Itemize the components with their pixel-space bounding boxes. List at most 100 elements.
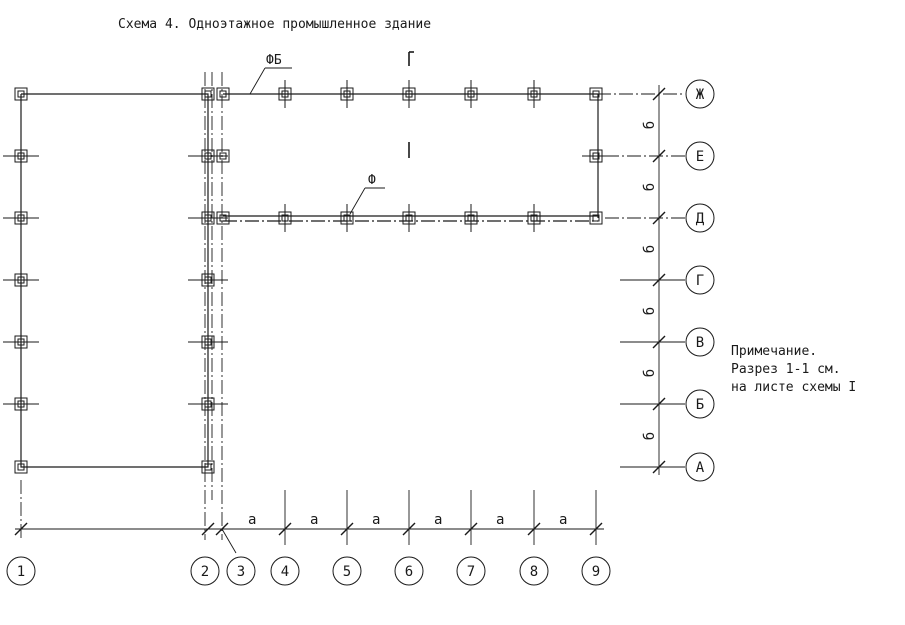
span-labels-a: а а а а а а <box>248 512 567 528</box>
left-block-outline <box>20 93 209 468</box>
column-marker <box>188 273 228 287</box>
leader-fb <box>249 67 266 95</box>
span-label-a: а <box>372 512 380 528</box>
axis-bubble <box>685 389 715 419</box>
axis-bubble <box>226 556 256 586</box>
dim-tick <box>215 522 229 536</box>
dim-tick <box>527 522 541 536</box>
note-line: Разрез 1-1 см. <box>731 362 841 377</box>
dimension-ticks <box>14 87 666 536</box>
column-outer <box>14 87 28 101</box>
span-label-a: а <box>496 512 504 528</box>
dim-tick <box>14 522 28 536</box>
note-line: на листе схемы I <box>731 380 856 395</box>
column-marker <box>3 397 39 411</box>
leader-axis-3 <box>221 528 237 554</box>
column-marker <box>216 211 230 225</box>
axis-bubble <box>685 79 715 109</box>
axis-bubble <box>581 556 611 586</box>
column-marker <box>340 80 354 108</box>
column-marker <box>216 87 230 101</box>
column-outer <box>589 87 603 101</box>
column-inner <box>219 152 227 160</box>
column-inner <box>592 214 600 222</box>
axis-bubble <box>685 265 715 295</box>
axis-bubble <box>685 327 715 357</box>
span-label-b: б <box>642 121 658 129</box>
dim-tick <box>201 522 215 536</box>
column-marker <box>589 211 603 225</box>
column-marker <box>582 149 610 163</box>
column-outer <box>216 211 230 225</box>
column-marker <box>188 211 228 225</box>
label-fb: ФБ <box>266 53 282 68</box>
leader-labels <box>249 67 385 215</box>
column-outer <box>216 87 230 101</box>
axis-label: Б <box>696 397 704 413</box>
axis-bubble <box>519 556 549 586</box>
axis-bubble <box>190 556 220 586</box>
column-outer <box>201 87 215 101</box>
column-inner <box>219 90 227 98</box>
axis-bubble <box>270 556 300 586</box>
axis-label: 3 <box>237 564 245 580</box>
axis-label: А <box>696 460 705 476</box>
span-label-a: а <box>310 512 318 528</box>
drawing-title: Схема 4. Одноэтажное промышленное здание <box>118 17 431 32</box>
note-heading: Примечание. <box>731 344 817 359</box>
column-marker <box>464 80 478 108</box>
column-inner <box>204 90 212 98</box>
column-marker <box>14 87 28 101</box>
axis-label: Г <box>696 273 704 289</box>
span-label-a: а <box>559 512 567 528</box>
axis-bubble <box>685 141 715 171</box>
axis-label: 1 <box>17 564 25 580</box>
column-marker <box>3 211 39 225</box>
column-inner <box>592 90 600 98</box>
column-outer <box>201 460 215 474</box>
dim-tick <box>464 522 478 536</box>
note-block: Примечание. Разрез 1-1 см. на листе схем… <box>731 344 856 395</box>
column-grid <box>3 80 610 474</box>
lettered-axis-bubbles: Ж Е Д Г В Б А <box>685 79 715 482</box>
column-inner <box>17 463 25 471</box>
axis-bubble <box>6 556 36 586</box>
axis-bubble <box>394 556 424 586</box>
expansion-joint <box>20 72 223 540</box>
span-labels-b: б б б б б б <box>642 121 658 440</box>
column-marker <box>216 149 230 163</box>
axis-bubble <box>332 556 362 586</box>
column-inner <box>219 214 227 222</box>
lettered-axis-extensions <box>575 93 685 468</box>
leader-f <box>349 187 366 215</box>
dim-tick <box>340 522 354 536</box>
axis-label: 7 <box>467 564 475 580</box>
column-outer <box>589 211 603 225</box>
column-marker <box>278 80 292 108</box>
column-marker <box>589 87 603 101</box>
column-marker <box>527 204 541 232</box>
numbered-axis-bubbles: 1 2 3 4 5 6 7 8 9 <box>6 556 611 586</box>
span-label-b: б <box>642 183 658 191</box>
column-marker <box>402 80 416 108</box>
column-marker <box>201 87 215 101</box>
column-outer <box>14 460 28 474</box>
axis-label: 4 <box>281 564 289 580</box>
dim-tick <box>278 522 292 536</box>
span-label-b: б <box>642 369 658 377</box>
column-marker <box>464 204 478 232</box>
column-marker <box>402 204 416 232</box>
column-marker <box>3 273 39 287</box>
axis-label: Д <box>696 211 705 227</box>
column-outer <box>216 149 230 163</box>
span-label-a: а <box>434 512 442 528</box>
dim-tick <box>402 522 416 536</box>
building-outline <box>20 93 599 468</box>
axis-label: 5 <box>343 564 351 580</box>
column-marker <box>14 460 28 474</box>
axis-label: 2 <box>201 564 209 580</box>
span-label-b: б <box>642 432 658 440</box>
section-mark <box>408 51 414 158</box>
column-marker <box>201 460 215 474</box>
column-marker <box>188 149 228 163</box>
